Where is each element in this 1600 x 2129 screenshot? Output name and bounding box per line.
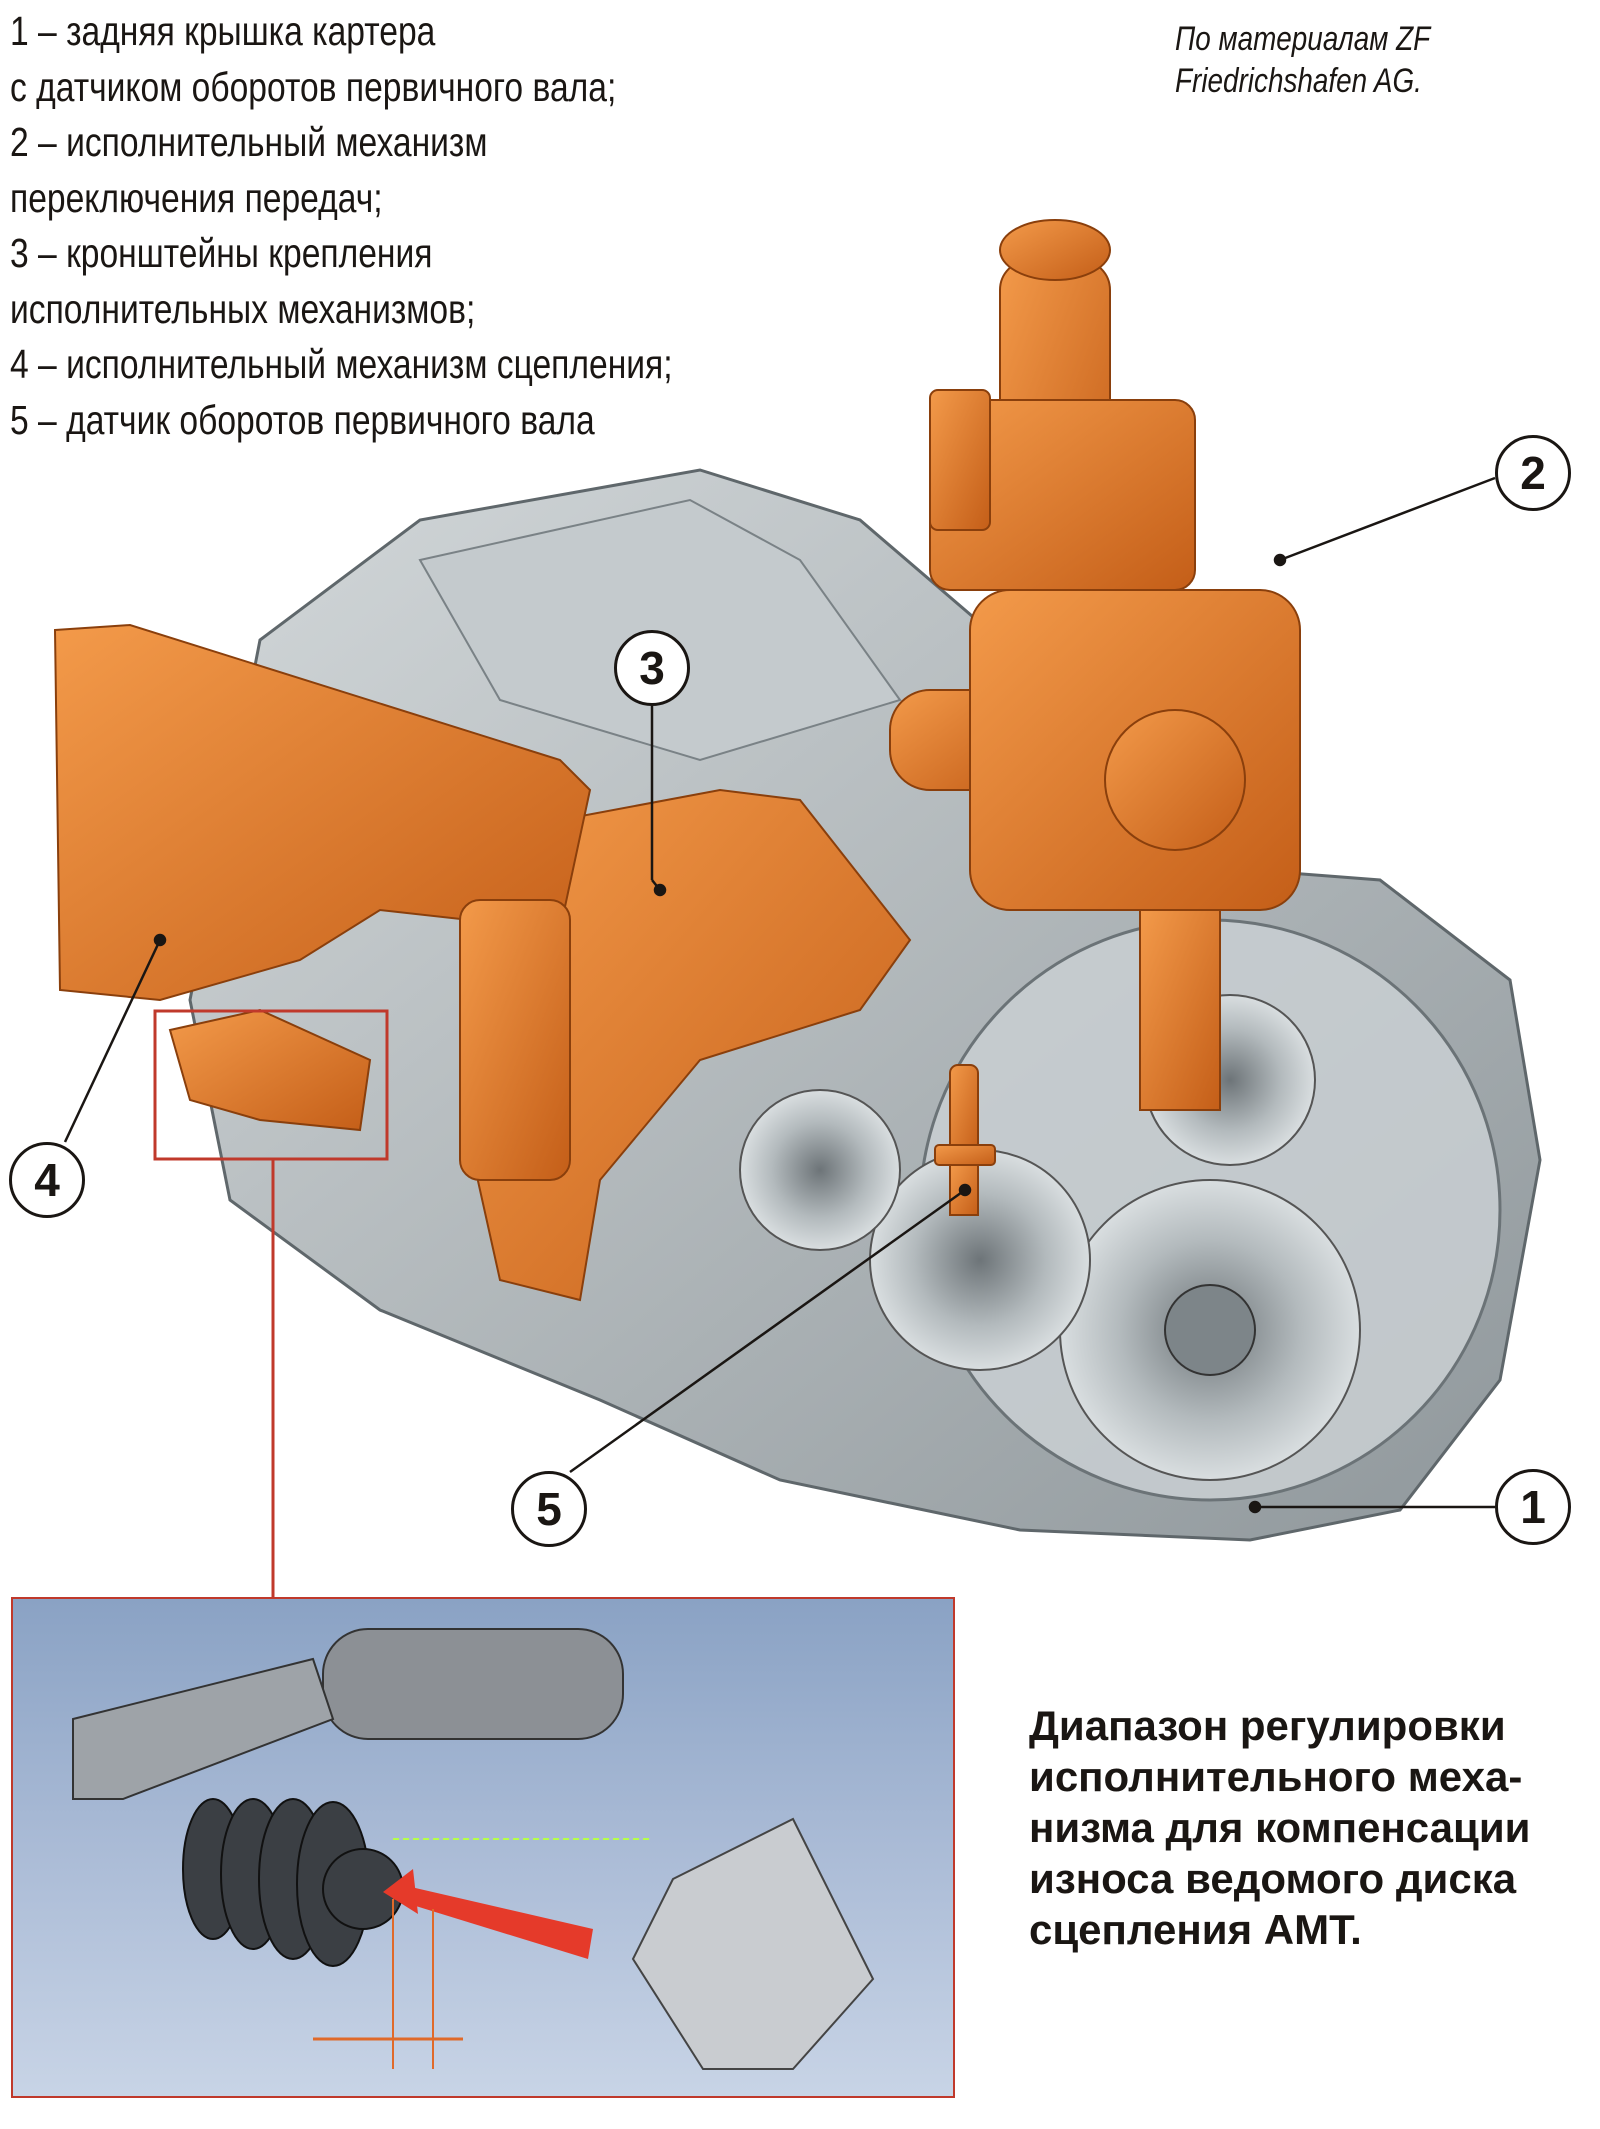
legend-line: с датчиком оборотов первичного вала; [10,63,617,110]
caption-line: исполнительного меха- [1029,1753,1523,1800]
legend-line: 5 – датчик оборотов первичного вала [10,396,595,443]
gear-shift-actuator [889,219,1301,1111]
legend-line: исполнительных механизмов; [10,285,476,332]
actuator-bracket [458,788,912,1302]
callout-2: 2 [1495,435,1571,511]
source-credit: По материалам ZF Friedrichshafen AG. [1175,18,1430,102]
clutch-actuator-detail-inset [11,1597,955,2098]
legend-line: 3 – кронштейны крепления [10,230,433,276]
caption-line: Диапазон регулировки [1029,1702,1506,1749]
credit-line: Friedrichshafen AG. [1175,62,1422,100]
legend-line: 4 – исполнительный механизм сцепления; [10,341,673,387]
adjustment-arrow [393,1884,593,1959]
legend-line: переключения передач; [10,174,383,221]
callout-4: 4 [9,1142,85,1218]
callout-1: 1 [1495,1469,1571,1545]
inset-caption: Диапазон регулировки исполнительного мех… [1029,1700,1531,1955]
legend-line: 1 – задняя крышка картера [10,8,436,54]
detail-highlight-frame [153,1009,389,1161]
credit-line: По материалам ZF [1175,20,1431,58]
parts-legend: 1 – задняя крышка картера с датчиком обо… [10,4,818,448]
caption-line: износа ведомого диска [1029,1855,1517,1902]
callout-5: 5 [511,1471,587,1547]
inset-illustration [72,1628,875,2070]
callout-3: 3 [614,630,690,706]
clutch-actuator [53,623,592,1181]
caption-line: сцепления AMT. [1029,1906,1362,1953]
legend-line: 2 – исполнительный механизм [10,119,488,165]
caption-line: низма для компенсации [1029,1804,1531,1851]
